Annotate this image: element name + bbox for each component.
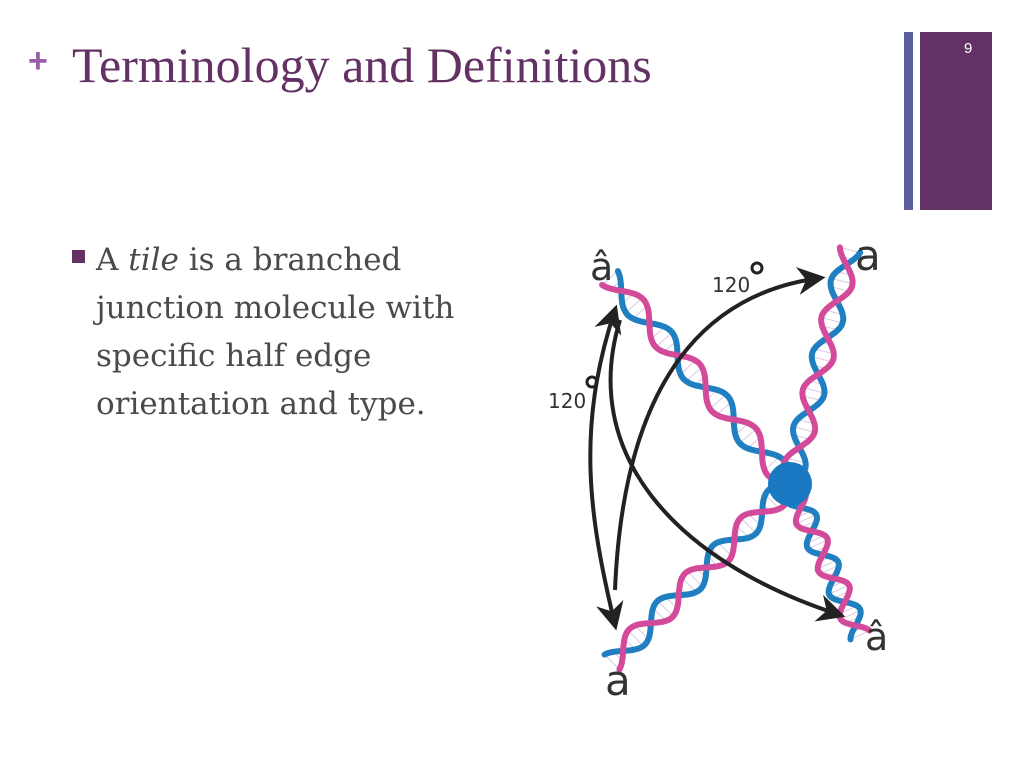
helix-rung <box>655 332 673 348</box>
helix-rung <box>627 630 644 647</box>
helix-rung <box>601 270 619 286</box>
helix-strand <box>787 249 864 487</box>
helix-rung <box>739 428 757 444</box>
helix-strand <box>616 481 793 673</box>
helix-rung <box>814 348 834 355</box>
label-top-left: â <box>590 245 613 289</box>
helix-rung <box>817 559 838 570</box>
label-bottom-left: a <box>605 656 631 705</box>
angle-label-top: 120 <box>712 273 750 297</box>
helix-rung <box>803 387 825 394</box>
slide-number: 9 <box>964 40 973 57</box>
helix-rung <box>687 571 703 587</box>
helix-strand <box>781 481 864 643</box>
helix-rung <box>839 246 861 254</box>
helix-rung <box>681 577 697 593</box>
helix-rung <box>831 278 853 285</box>
accent-bar-blue <box>904 32 913 210</box>
helix-rung <box>685 366 703 382</box>
label-bottom-right: â <box>865 615 888 659</box>
helix-arms <box>599 244 873 673</box>
helix-strand <box>780 244 856 487</box>
bullet-item: A tile is a branched junction molecule w… <box>72 236 472 428</box>
helix-strand <box>601 481 793 658</box>
helix-rung <box>764 456 780 471</box>
helix-rung <box>680 360 696 375</box>
helix-rung <box>850 630 870 640</box>
helix-rung <box>604 654 620 670</box>
slide-title: Terminology and Definitions <box>72 37 652 93</box>
angle-label-left: 120 <box>548 389 586 413</box>
helix-rung <box>625 297 643 314</box>
junction-node-icon <box>768 462 812 506</box>
bullet-prefix: A <box>96 242 129 278</box>
helix-rung <box>828 584 850 595</box>
dna-junction-diagram: â a a â 120 120 <box>548 231 888 705</box>
helix-strand <box>599 281 793 487</box>
plus-icon: + <box>28 42 48 80</box>
accent-bar-purple <box>920 32 992 210</box>
square-bullet-icon <box>72 250 85 263</box>
helix-rung <box>811 356 833 363</box>
arc-arrow-left <box>588 304 624 631</box>
helix-rung <box>709 394 727 410</box>
helix-rung <box>796 514 817 525</box>
arc-arrow-top <box>613 267 826 591</box>
helix-rung <box>657 600 674 617</box>
degree-icon <box>750 261 764 275</box>
degree-icon <box>585 375 599 389</box>
helix-rung <box>821 316 843 324</box>
bullet-term: tile <box>128 242 179 278</box>
helix-rung <box>793 426 815 433</box>
helix-rung <box>807 539 829 550</box>
helix-rung <box>740 517 757 534</box>
bullet-text: A tile is a branched junction molecule w… <box>96 236 472 428</box>
label-top-right: a <box>855 231 881 280</box>
bullet-rest: is a branched junction molecule with spe… <box>96 242 455 422</box>
helix-strand <box>614 268 793 487</box>
